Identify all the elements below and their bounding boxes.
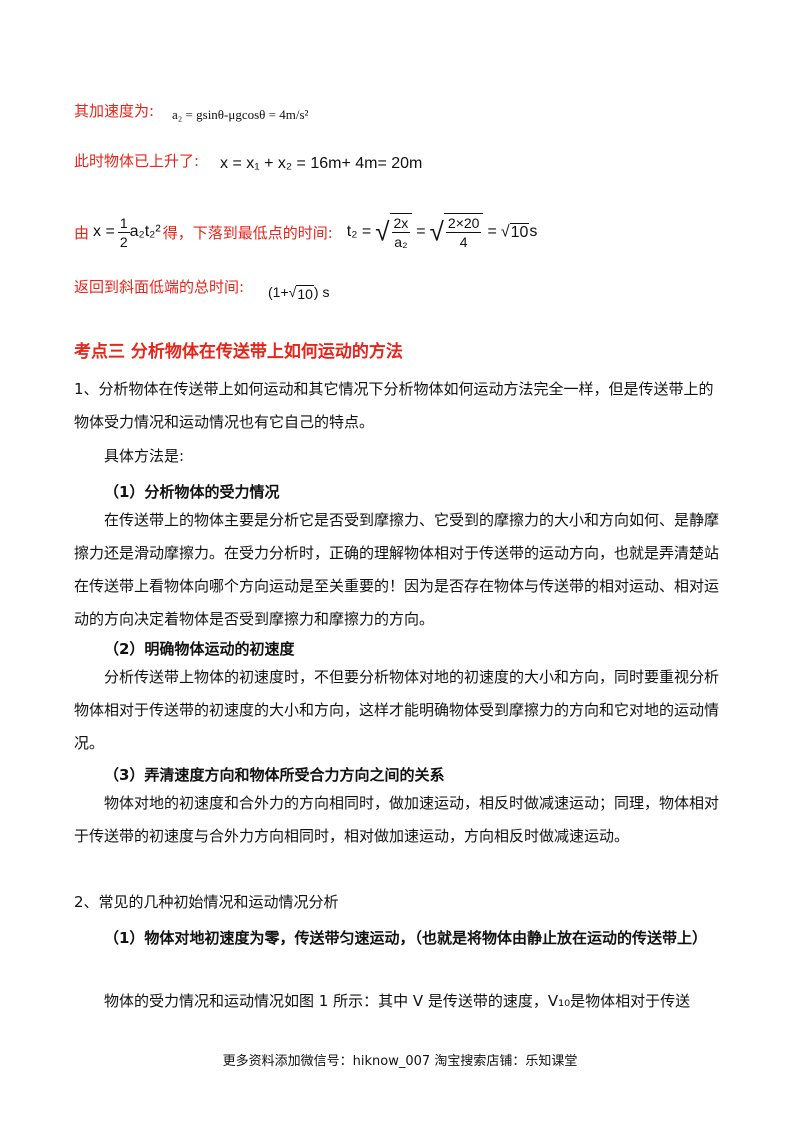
- radical-sign: √: [288, 284, 297, 300]
- page-footer: 更多资料添加微信号：hiknow_007 淘宝搜索店铺：乐知课堂: [222, 1054, 578, 1069]
- accel-label: 其加速度为:: [74, 102, 155, 120]
- paragraph-7: 物体的受力情况和运动情况如图 1 所示：其中 V 是传送带的速度，V₁₀是物体相…: [104, 992, 691, 1010]
- total-time-label: 返回到斜面低端的总时间:: [74, 278, 245, 296]
- total-open: (1+: [268, 284, 289, 300]
- eq1: =: [416, 223, 426, 240]
- fall-tail: a₂t₂²: [129, 223, 161, 240]
- radical-sign: √: [500, 223, 510, 241]
- paragraph-3: 在传送带上的物体主要是分析它是否受到摩擦力、它受到的摩擦力的大小和方向如何、是静…: [74, 511, 720, 628]
- fall-label: 得，下落到最低点的时间:: [162, 223, 333, 242]
- frac-2x20: 2×20: [445, 215, 482, 233]
- rise-label: 此时物体已上升了:: [74, 152, 200, 170]
- paragraph-1: 1、分析物体在传送带上如何运动和其它情况下分析物体如何运动方法完全一样，但是传送…: [74, 380, 714, 431]
- subheading-1: （1）分析物体的受力情况: [104, 483, 280, 501]
- section-heading: 考点三 分析物体在传送带上如何运动的方法: [74, 342, 403, 362]
- accel-formula: a₂ = gsinθ-μgcosθ = 4m/s²: [172, 107, 309, 122]
- frac-2x-a2: 2x a₂: [391, 214, 411, 251]
- frac-4: 4: [459, 234, 468, 250]
- fall-prefix: 由: [74, 223, 90, 242]
- total-close: ) s: [313, 284, 330, 300]
- radical-sign: √: [375, 216, 390, 247]
- subheading-4: （1）物体对地初速度为零，传送带匀速运动，（也就是将物体由静止放在运动的传送带上…: [104, 929, 707, 947]
- half-num: 1: [117, 214, 130, 233]
- paragraph-6: 2、常见的几种初始情况和运动情况分析: [74, 893, 339, 911]
- total-sqrt-val: 10: [296, 284, 314, 302]
- frac-2x: 2x: [391, 215, 411, 233]
- sqrt-10-val: 10: [509, 222, 530, 241]
- subheading-2: （2）明确物体运动的初速度: [104, 640, 295, 658]
- t2-eq: t₂ =: [346, 223, 372, 240]
- radical-sign: √: [429, 216, 444, 247]
- sqrt-2x-a2: √ 2x a₂: [375, 213, 413, 251]
- half-den: 2: [119, 233, 128, 250]
- fall-time-line: 由 x = 1 2 a₂t₂² 得，下落到最低点的时间: t₂ = √ 2x a…: [74, 210, 537, 254]
- paragraph-4: 分析传送带上物体的初速度时，不但要分析物体对地的初速度的大小和方向，同时要重视分…: [74, 668, 720, 752]
- sqrt-2x20-4: √ 2×20 4: [430, 213, 484, 251]
- sqrt-10: √10: [500, 222, 530, 242]
- subheading-3: （3）弄清速度方向和物体所受合力方向之间的关系: [104, 766, 445, 784]
- rise-formula: x = x₁ + x₂ = 16m+ 4m= 20m: [220, 155, 423, 172]
- half-fraction: 1 2: [117, 214, 130, 251]
- frac-a2: a₂: [394, 234, 408, 250]
- frac-2x20-4: 2×20 4: [445, 214, 482, 251]
- paragraph-5: 物体对地的初速度和合外力的方向相同时，做加速运动，相反时做减速运动；同理，物体相…: [74, 794, 720, 845]
- eq2: =: [487, 223, 497, 240]
- paragraph-2: 具体方法是:: [104, 447, 185, 465]
- total-time-formula: (1+√10) s: [268, 284, 329, 302]
- fall-x: x =: [93, 223, 115, 240]
- unit-s: s: [529, 223, 538, 240]
